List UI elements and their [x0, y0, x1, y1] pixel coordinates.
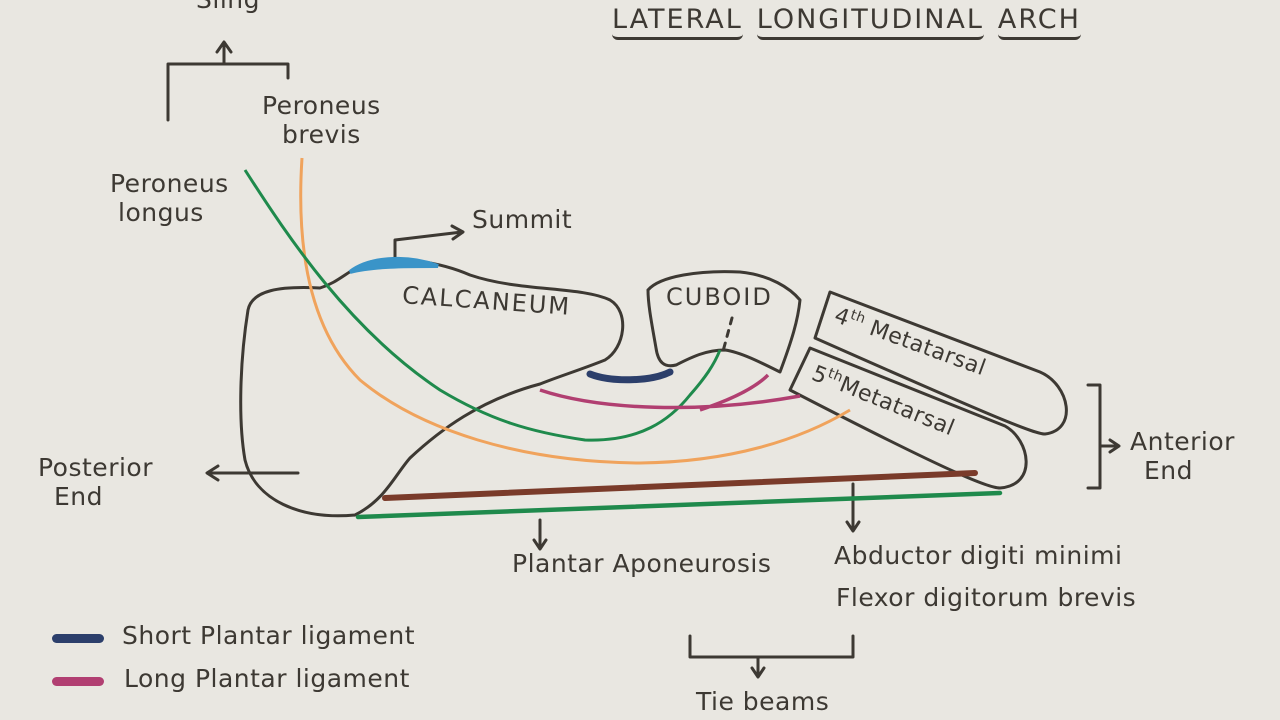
plantar-aponeurosis-line: [355, 490, 1003, 520]
legend-swatch-long-plantar: [52, 677, 104, 686]
label-peroneus-brevis-line2: brevis: [281, 119, 361, 149]
label-posterior-end-line1: Posterior: [38, 453, 153, 482]
diagram-title: LATERAL LONGITUDINAL ARCH: [612, 4, 1095, 41]
metatarsal-4-outline: [813, 290, 1068, 436]
title-word-lateral: LATERAL: [612, 4, 743, 41]
label-peroneus-longus-line1: Peroneus: [110, 169, 229, 198]
label-posterior-end-line2: End: [54, 481, 104, 511]
sling-bracket: [166, 62, 290, 122]
short-plantar-ligament: [586, 368, 674, 384]
sling-arrow: [215, 40, 233, 66]
label-flexor-digitorum-brevis: Flexor digitorum brevis: [836, 583, 1137, 612]
legend-label-short-plantar: Short Plantar ligament: [122, 621, 416, 650]
label-summit: Summit: [472, 205, 573, 234]
label-tie-beams: Tie beams: [696, 687, 830, 716]
label-anterior-end: Anterior End: [1130, 427, 1235, 486]
tie-beam-muscles: [382, 470, 978, 501]
calcaneum-outline: [239, 258, 625, 518]
label-peroneus-brevis-line1: Peroneus: [262, 91, 381, 120]
label-sling: Sling: [196, 0, 260, 15]
label-plantar-aponeurosis: Plantar Aponeurosis: [512, 549, 772, 578]
legend-swatch-short-plantar: [52, 634, 104, 643]
label-posterior-end: Posterior End: [38, 453, 153, 512]
legend-label-long-plantar: Long Plantar ligament: [124, 664, 410, 693]
summit-highlight: [348, 256, 439, 274]
label-cuboid: CUBOID: [666, 283, 773, 311]
label-anterior-end-line2: End: [1144, 455, 1194, 485]
summit-arrow: [393, 224, 465, 264]
metatarsal-5-outline: [788, 346, 1028, 490]
posterior-arrow: [205, 464, 300, 482]
label-peroneus-longus-line2: longus: [118, 197, 204, 227]
long-plantar-ligament: [539, 373, 801, 412]
title-word-arch: ARCH: [997, 4, 1081, 41]
title-word-longitudinal: LONGITUDINAL: [756, 4, 984, 41]
tie-beams-bracket: [688, 634, 855, 679]
label-peroneus-longus: Peroneus longus: [110, 169, 229, 228]
anterior-bracket: [1086, 383, 1121, 490]
peroneus-brevis-tendon: [299, 157, 851, 465]
peroneus-longus-tendon: [243, 169, 722, 442]
cuboid-groove: [720, 316, 734, 357]
aponeurosis-arrow: [532, 518, 548, 551]
label-anterior-end-line1: Anterior: [1130, 427, 1235, 456]
cuboid-outline: [646, 270, 802, 374]
muscles-arrow: [845, 482, 861, 533]
label-abductor-digiti-minimi: Abductor digiti minimi: [834, 541, 1123, 570]
label-peroneus-brevis: Peroneus brevis: [262, 91, 381, 150]
